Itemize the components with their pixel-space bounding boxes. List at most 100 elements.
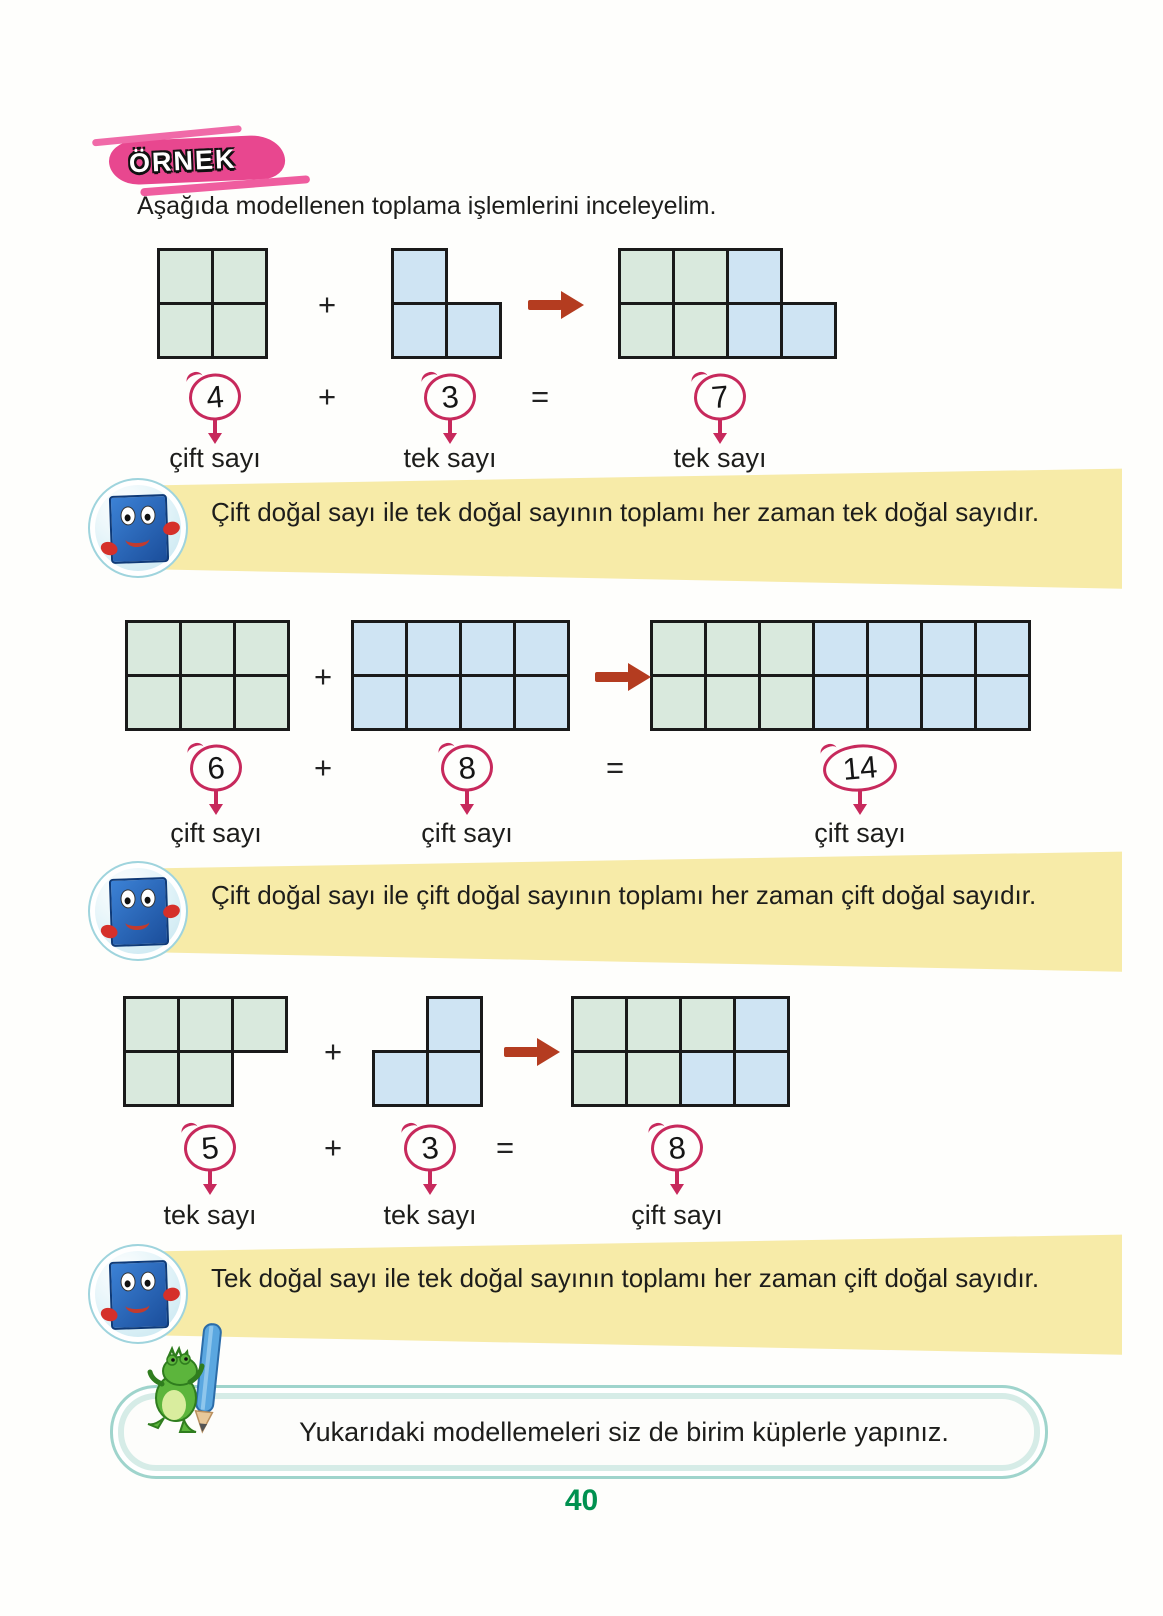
unit-square bbox=[726, 302, 783, 359]
unit-square bbox=[974, 674, 1031, 731]
unit-square bbox=[211, 248, 268, 305]
unit-square bbox=[125, 620, 182, 677]
book-character-eye bbox=[140, 1271, 156, 1291]
equals-operator: = bbox=[605, 750, 625, 785]
down-arrow-icon bbox=[208, 419, 222, 445]
unit-square bbox=[758, 674, 815, 731]
unit-square bbox=[231, 996, 288, 1053]
unit-square bbox=[866, 620, 923, 677]
unit-square bbox=[920, 674, 977, 731]
unit-square bbox=[459, 620, 516, 677]
result-arrow-icon bbox=[595, 663, 651, 691]
unit-square bbox=[780, 302, 837, 359]
book-character-mouth bbox=[125, 530, 150, 548]
down-arrow-icon bbox=[423, 1170, 437, 1196]
unit-square bbox=[372, 1050, 429, 1107]
unit-square bbox=[679, 996, 736, 1053]
unit-square bbox=[405, 674, 462, 731]
unit-square bbox=[391, 302, 448, 359]
circled-number: 7 bbox=[692, 371, 748, 423]
circled-number: 5 bbox=[182, 1122, 238, 1174]
book-character-icon bbox=[88, 478, 188, 578]
parity-label: çift sayı bbox=[631, 1200, 723, 1230]
unit-square bbox=[812, 620, 869, 677]
unit-square bbox=[672, 302, 729, 359]
page-number: 40 bbox=[564, 1484, 599, 1517]
unit-square bbox=[625, 996, 682, 1053]
unit-square bbox=[726, 248, 783, 305]
down-arrow-icon bbox=[460, 790, 474, 816]
note-background bbox=[133, 851, 1122, 972]
down-arrow-icon bbox=[713, 419, 727, 445]
unit-square bbox=[426, 1050, 483, 1107]
down-arrow-icon bbox=[670, 1170, 684, 1196]
task-text: Yukarıdaki modellemeleri siz de birim kü… bbox=[299, 1416, 949, 1447]
unit-square bbox=[177, 996, 234, 1053]
unit-square bbox=[351, 620, 408, 677]
book-character-body bbox=[99, 494, 182, 564]
unit-square bbox=[704, 674, 761, 731]
unit-square bbox=[618, 248, 675, 305]
intro-text: Aşağıda modellenen toplama işlemlerini i… bbox=[137, 192, 717, 220]
unit-square bbox=[233, 674, 290, 731]
task-box: Yukarıdaki modellemeleri siz de birim kü… bbox=[110, 1385, 1048, 1479]
book-character-icon bbox=[88, 861, 188, 961]
unit-square bbox=[650, 620, 707, 677]
circled-number: 6 bbox=[188, 742, 244, 794]
note-text: Çift doğal sayı ile tek doğal sayının to… bbox=[211, 497, 1040, 527]
book-character-hand bbox=[99, 1305, 120, 1324]
unit-square bbox=[391, 248, 448, 305]
down-arrow-icon bbox=[443, 419, 457, 445]
circled-number: 8 bbox=[649, 1122, 705, 1174]
note-box: Çift doğal sayı ile tek doğal sayının to… bbox=[88, 462, 1126, 594]
parity-label: tek sayı bbox=[163, 1200, 257, 1230]
book-character-hand bbox=[99, 539, 120, 558]
equals-operator: = bbox=[530, 379, 550, 414]
unit-square bbox=[672, 248, 729, 305]
down-arrow-icon bbox=[203, 1170, 217, 1196]
unit-square bbox=[758, 620, 815, 677]
parity-label: tek sayı bbox=[403, 443, 497, 473]
equals-operator: = bbox=[495, 1130, 515, 1165]
unit-square bbox=[445, 302, 502, 359]
unit-square bbox=[571, 996, 628, 1053]
plus-operator: + bbox=[317, 379, 337, 414]
circled-number: 14 bbox=[821, 741, 899, 795]
unit-square bbox=[233, 620, 290, 677]
down-arrow-icon bbox=[853, 790, 867, 816]
unit-square bbox=[650, 674, 707, 731]
unit-square bbox=[157, 302, 214, 359]
unit-square bbox=[123, 996, 180, 1053]
note-text: Çift doğal sayı ile çift doğal sayının t… bbox=[211, 880, 1037, 910]
parity-label: çift sayı bbox=[169, 443, 261, 473]
book-character-mouth bbox=[125, 913, 150, 931]
unit-square bbox=[618, 302, 675, 359]
plus-operator: + bbox=[317, 287, 337, 322]
unit-square bbox=[513, 674, 570, 731]
circled-number: 4 bbox=[187, 371, 243, 423]
example-badge: ÖRNEK bbox=[95, 128, 315, 198]
unit-square bbox=[426, 996, 483, 1053]
note-box: Çift doğal sayı ile çift doğal sayının t… bbox=[88, 845, 1126, 977]
book-character-hand bbox=[161, 902, 182, 921]
unit-square bbox=[571, 1050, 628, 1107]
book-character-hand bbox=[99, 922, 120, 941]
book-character-mouth bbox=[125, 1296, 150, 1314]
book-character-eye bbox=[140, 505, 156, 525]
result-arrow-icon bbox=[504, 1038, 560, 1066]
unit-square bbox=[866, 674, 923, 731]
book-character-hand bbox=[161, 1285, 182, 1304]
unit-square bbox=[177, 1050, 234, 1107]
book-character-hand bbox=[161, 519, 182, 538]
note-background bbox=[133, 1234, 1122, 1355]
unit-square bbox=[920, 620, 977, 677]
plus-operator: + bbox=[323, 1034, 343, 1069]
unit-square bbox=[123, 1050, 180, 1107]
unit-square bbox=[459, 674, 516, 731]
down-arrow-icon bbox=[209, 790, 223, 816]
parity-label: çift sayı bbox=[170, 818, 262, 848]
unit-square bbox=[974, 620, 1031, 677]
parity-label: çift sayı bbox=[421, 818, 513, 848]
unit-square bbox=[625, 1050, 682, 1107]
book-character-body bbox=[99, 877, 182, 947]
